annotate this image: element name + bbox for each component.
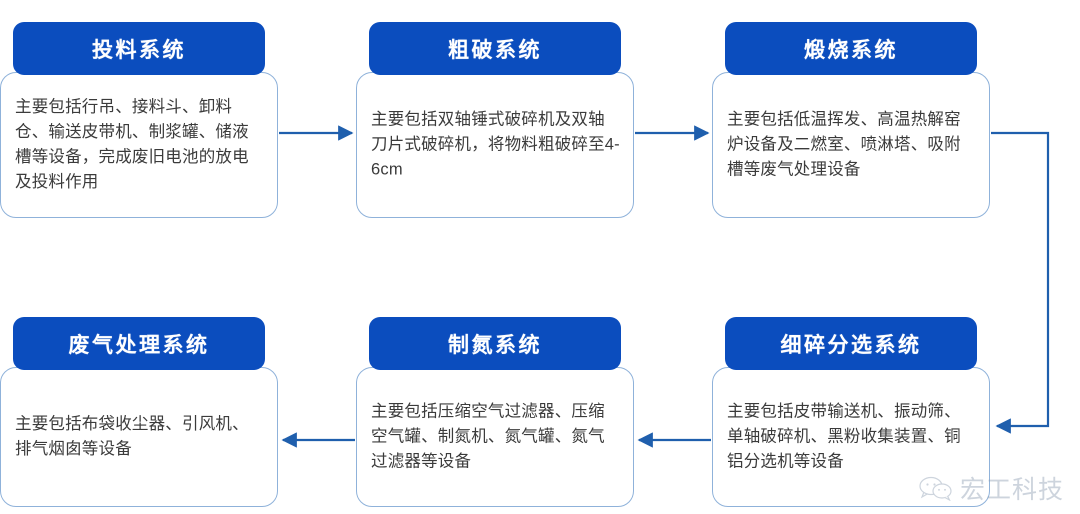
edge-calcine-to-fine-sort: [991, 131, 1050, 434]
node-header-text: 粗破系统: [448, 38, 542, 62]
node-feeding-system[interactable]: 主要包括行吊、接料斗、卸料仓、输送皮带机、制浆罐、储液槽等设备，完成废旧电池的放…: [0, 22, 278, 218]
node-body: 主要包括行吊、接料斗、卸料仓、输送皮带机、制浆罐、储液槽等设备，完成废旧电池的放…: [0, 72, 278, 218]
node-header-text: 投料系统: [92, 38, 186, 62]
node-coarse-crushing-system[interactable]: 主要包括双轴锤式破碎机及双轴刀片式破碎机，将物料粗破碎至4-6cm 粗破系统: [356, 22, 634, 218]
node-body-text: 主要包括低温挥发、高温热解窑炉设备及二燃室、喷淋塔、吸附槽等废气处理设备: [727, 110, 961, 179]
node-body: 主要包括低温挥发、高温热解窑炉设备及二燃室、喷淋塔、吸附槽等废气处理设备: [712, 72, 990, 218]
node-fine-crushing-sorting-system[interactable]: 主要包括皮带输送机、振动筛、单轴破碎机、黑粉收集装置、铜铝分选机等设备 细碎分选…: [712, 317, 990, 507]
node-body-text: 主要包括布袋收尘器、引风机、排气烟囱等设备: [15, 414, 249, 458]
node-exhaust-gas-treatment-system[interactable]: 主要包括布袋收尘器、引风机、排气烟囱等设备 废气处理系统: [0, 317, 278, 507]
node-header[interactable]: 细碎分选系统: [725, 317, 977, 370]
node-body-text: 主要包括皮带输送机、振动筛、单轴破碎机、黑粉收集装置、铜铝分选机等设备: [727, 402, 961, 471]
node-nitrogen-generation-system[interactable]: 主要包括压缩空气过滤器、压缩空气罐、制氮机、氮气罐、氮气过滤器等设备 制氮系统: [356, 317, 634, 507]
node-header-text: 制氮系统: [448, 333, 542, 357]
node-body: 主要包括压缩空气过滤器、压缩空气罐、制氮机、氮气罐、氮气过滤器等设备: [356, 367, 634, 507]
node-body: 主要包括布袋收尘器、引风机、排气烟囱等设备: [0, 367, 278, 507]
node-body-text: 主要包括双轴锤式破碎机及双轴刀片式破碎机，将物料粗破碎至4-6cm: [371, 110, 620, 179]
node-header[interactable]: 煅烧系统: [725, 22, 977, 75]
node-header-text: 煅烧系统: [804, 38, 898, 62]
node-body: 主要包括双轴锤式破碎机及双轴刀片式破碎机，将物料粗破碎至4-6cm: [356, 72, 634, 218]
node-body: 主要包括皮带输送机、振动筛、单轴破碎机、黑粉收集装置、铜铝分选机等设备: [712, 367, 990, 507]
node-header[interactable]: 粗破系统: [369, 22, 621, 75]
node-body-text: 主要包括行吊、接料斗、卸料仓、输送皮带机、制浆罐、储液槽等设备，完成废旧电池的放…: [15, 97, 249, 192]
node-header-text: 废气处理系统: [68, 333, 210, 357]
node-header[interactable]: 投料系统: [13, 22, 265, 75]
node-calcination-system[interactable]: 主要包括低温挥发、高温热解窑炉设备及二燃室、喷淋塔、吸附槽等废气处理设备 煅烧系…: [712, 22, 990, 218]
node-header[interactable]: 废气处理系统: [13, 317, 265, 370]
node-header[interactable]: 制氮系统: [369, 317, 621, 370]
node-body-text: 主要包括压缩空气过滤器、压缩空气罐、制氮机、氮气罐、氮气过滤器等设备: [371, 402, 605, 471]
node-header-text: 细碎分选系统: [780, 333, 922, 357]
